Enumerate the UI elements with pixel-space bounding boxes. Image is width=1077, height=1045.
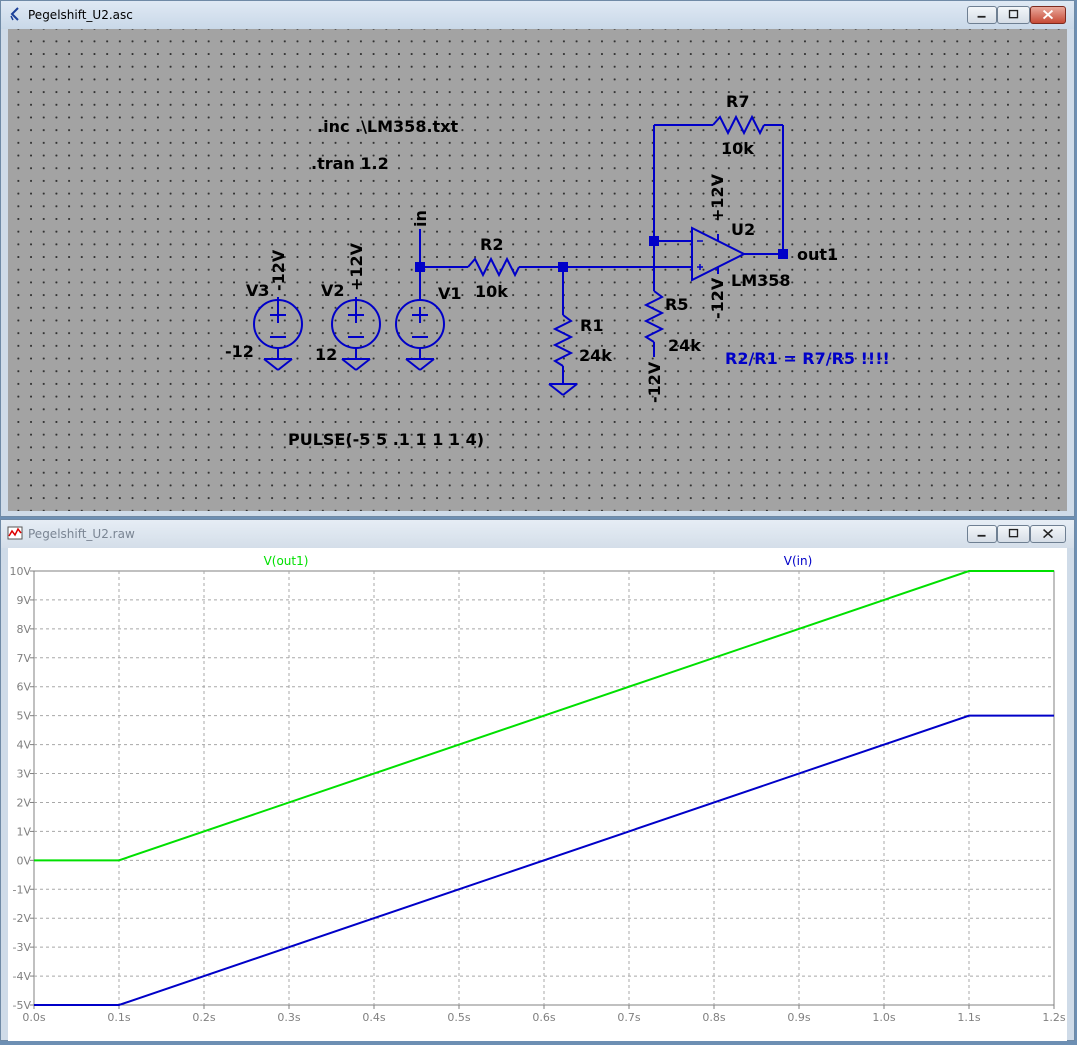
in-net-label: in (411, 210, 430, 227)
pulse-spec[interactable]: PULSE(-5 5 .1 1 1 1 4) (288, 430, 484, 449)
legend-label-1[interactable]: V(in) (784, 554, 813, 568)
r1-label: R1 (580, 316, 603, 335)
schematic-window: Pegelshift_U2.asc (0, 0, 1075, 517)
minimize-icon (977, 534, 986, 537)
u2-neg-supply-label: -12V (708, 277, 727, 319)
trace-1[interactable] (34, 714, 1054, 1006)
y-tick-label: 6V (16, 681, 31, 694)
x-tick-label: 1.1s (957, 1011, 980, 1024)
x-tick-label: 0.4s (362, 1011, 385, 1024)
v3-voltage-source[interactable] (253, 297, 303, 371)
x-tick-label: 0.6s (532, 1011, 555, 1024)
y-tick-label: 10V (9, 565, 31, 578)
junction-dots (415, 236, 788, 272)
schematic-window-title: Pegelshift_U2.asc (28, 8, 133, 22)
u2-opamp[interactable] (691, 226, 783, 282)
schematic-titlebar[interactable]: Pegelshift_U2.asc (1, 1, 1074, 29)
schematic-app-icon (10, 7, 19, 21)
waveform-titlebar[interactable]: Pegelshift_U2.raw (1, 520, 1074, 548)
x-tick-label: 0.3s (277, 1011, 300, 1024)
v1-label: V1 (438, 284, 462, 303)
waveform-close-button[interactable] (1030, 525, 1066, 543)
waveform-app-icon (7, 526, 23, 540)
y-tick-label: 4V (16, 739, 31, 752)
r7-resistor[interactable] (712, 114, 765, 136)
legend-label-0[interactable]: V(out1) (264, 554, 309, 568)
r2-label: R2 (480, 235, 503, 254)
x-tick-label: 0.1s (107, 1011, 130, 1024)
x-tick-label: 0.0s (22, 1011, 45, 1024)
v2-label: V2 (321, 281, 345, 300)
y-tick-label: 3V (16, 768, 31, 781)
waveform-window: Pegelshift_U2.raw 10V 9V 8V 7V 6V 5V 4V 3V 2V 1V 0… (0, 519, 1075, 1041)
x-tick-label: 0.9s (787, 1011, 810, 1024)
y-tick-label: 8V (16, 623, 31, 636)
y-tick-label: 7V (16, 652, 31, 665)
y-tick-label: -3V (13, 941, 32, 954)
schematic-canvas[interactable]: .inc .\LM358.txt .tran 1.2 PULSE(-5 5 .1… (8, 29, 1067, 511)
y-tick-label: -1V (13, 883, 32, 896)
v3-value: -12 (225, 342, 254, 361)
x-tick-label: 0.7s (617, 1011, 640, 1024)
y-tick-label: 9V (16, 594, 31, 607)
r2-resistor[interactable] (467, 256, 520, 278)
r1-ground-icon (548, 383, 578, 396)
y-tick-label: 5V (16, 710, 31, 723)
r1-value: 24k (579, 346, 612, 365)
close-button[interactable] (1030, 6, 1066, 24)
v2-voltage-source[interactable] (331, 297, 381, 371)
u2-label: U2 (731, 220, 755, 239)
r5-label: R5 (665, 295, 688, 314)
x-tick-label: 0.8s (702, 1011, 725, 1024)
waveform-minimize-button[interactable] (967, 525, 997, 543)
u2-pos-supply-label: +12V (708, 173, 727, 222)
trace-0[interactable] (34, 570, 1054, 862)
maximize-button[interactable] (997, 6, 1030, 24)
restore-icon (1008, 9, 1019, 19)
r5-value: 24k (668, 336, 701, 355)
r5-net-label: -12V (645, 361, 664, 403)
y-tick-label: -2V (13, 912, 32, 925)
y-tick-label: -4V (13, 970, 32, 983)
include-directive[interactable]: .inc .\LM358.txt (317, 117, 458, 136)
v3-label: V3 (246, 281, 270, 300)
r1-resistor[interactable] (552, 314, 574, 367)
y-tick-label: 0V (16, 854, 31, 867)
x-tick-label: 0.5s (447, 1011, 470, 1024)
y-tick-label: 2V (16, 796, 31, 809)
x-tick-label: 1.2s (1042, 1011, 1065, 1024)
r2-value: 10k (475, 282, 508, 301)
schematic-drawing[interactable]: .inc .\LM358.txt .tran 1.2 PULSE(-5 5 .1… (8, 29, 1067, 511)
y-tick-label: 1V (16, 825, 31, 838)
y-tick-label: -5V (13, 999, 32, 1012)
r7-value: 10k (721, 139, 754, 158)
minimize-icon (977, 15, 986, 18)
out1-net-label: out1 (797, 245, 838, 264)
restore-icon (1008, 528, 1019, 538)
x-tick-label: 1.0s (872, 1011, 895, 1024)
r7-label: R7 (726, 92, 749, 111)
waveform-plot[interactable]: 10V9V8V7V6V5V4V3V2V1V0V-1V-2V-3V-4V-5V0.… (8, 548, 1067, 1041)
v3-net-label: -12V (269, 249, 288, 291)
close-icon (1042, 9, 1054, 20)
r5-resistor[interactable] (643, 290, 665, 343)
v2-net-label: +12V (347, 242, 366, 291)
waveform-window-title: Pegelshift_U2.raw (28, 527, 135, 541)
minimize-button[interactable] (967, 6, 997, 24)
close-icon (1043, 528, 1053, 539)
u2-model: LM358 (731, 271, 791, 290)
waveform-maximize-button[interactable] (997, 525, 1030, 543)
ratio-note[interactable]: R2/R1 = R7/R5 !!!! (725, 349, 890, 368)
x-tick-label: 0.2s (192, 1011, 215, 1024)
v1-voltage-source[interactable] (395, 229, 445, 371)
tran-directive[interactable]: .tran 1.2 (311, 154, 389, 173)
v2-value: 12 (315, 345, 337, 364)
